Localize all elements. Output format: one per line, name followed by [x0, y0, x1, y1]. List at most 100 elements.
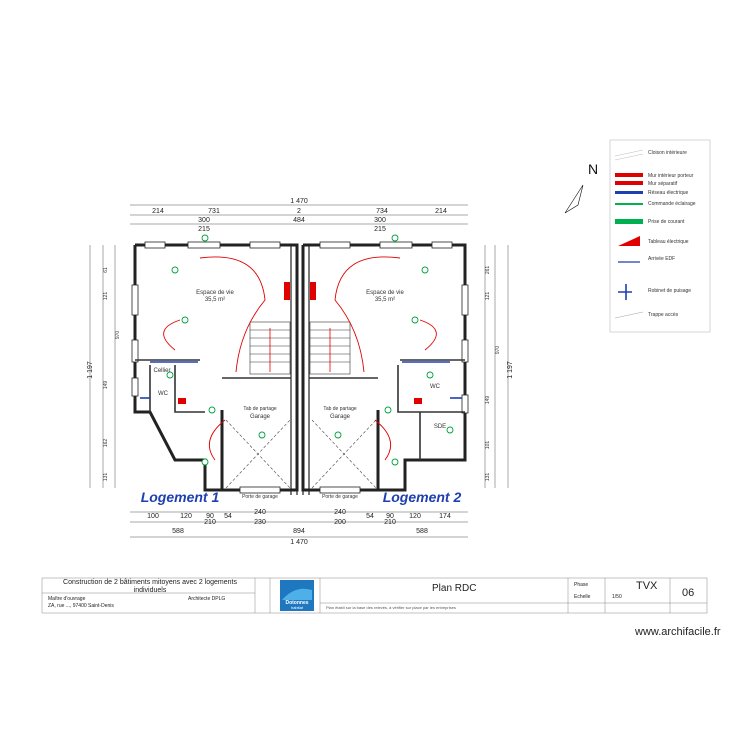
room-living-2: Espace de vie: [366, 290, 404, 296]
legend-label: Commande éclairage: [648, 201, 696, 207]
tap-icon: [618, 284, 632, 300]
room-labels: Espace de vie 35,5 m² Espace de vie 35,5…: [153, 290, 446, 500]
dim-label: 131: [485, 473, 491, 482]
dim-label: 261: [485, 266, 491, 275]
dim-label: 131: [103, 473, 109, 482]
green-bar-icon: [615, 219, 643, 224]
red-triangle-icon: [618, 236, 640, 246]
right-dimensions: 1 197 261 121 970 149 101 131: [484, 245, 514, 488]
footer-note: Plan établi sur la base des relevés, à v…: [326, 605, 456, 610]
dim-label: 240: [334, 509, 346, 516]
room-wc-2: WC: [430, 384, 441, 390]
logement-2-label: Logement 2: [383, 489, 462, 505]
room-garage-2: Garage: [330, 414, 351, 420]
hatch-icon: [614, 149, 644, 161]
dim-label: 894: [293, 528, 305, 535]
room-sdb: SDE: [434, 424, 446, 430]
dim-label: 731: [208, 208, 220, 215]
dim-label: 300: [374, 217, 386, 224]
label-porte-1: Porte de garage: [242, 494, 278, 500]
interior-partitions: [135, 359, 465, 460]
legend-label: Arrivée EDF: [648, 256, 675, 262]
electric-panel-marker: [414, 398, 422, 404]
address-label: ZA, rue ..., 97400 Saint-Denis: [48, 603, 114, 609]
green-bar-icon: [615, 203, 643, 205]
logo-text: Dotonnes: [285, 600, 308, 606]
dim-label: 210: [204, 519, 216, 526]
sheet-title: Plan RDC: [432, 583, 477, 594]
legend-label: Prise de courant: [648, 219, 685, 225]
dim-label: 149: [485, 396, 491, 405]
dim-label: 215: [198, 226, 210, 233]
light-points: [166, 234, 454, 466]
dim-label: 90: [386, 513, 394, 520]
dim-label: 240: [254, 509, 266, 516]
dim-label: 54: [366, 513, 374, 520]
dim-label: 970: [495, 346, 501, 355]
dim-label: 121: [485, 292, 491, 301]
scale-label: Echelle: [574, 594, 591, 600]
legend-label: Réseau électrique: [648, 190, 689, 196]
label-porte-2: Porte de garage: [322, 494, 358, 500]
owner-label: Maître d'ouvrage: [48, 596, 86, 602]
overall-width-bottom: 1 470: [290, 539, 308, 546]
dim-label: 121: [103, 292, 109, 301]
dim-label: 120: [180, 513, 192, 520]
label-tab-1: Tab de partage: [243, 406, 277, 412]
separation-wall-marker: [284, 282, 290, 300]
dim-label: 149: [103, 381, 109, 390]
project-title: Construction de 2 bâtiments mitoyens ave…: [63, 579, 237, 594]
company-logo: Dotonnes habitat: [280, 580, 314, 611]
electrical-network: [140, 361, 462, 399]
title-block-frame: [41, 577, 708, 614]
top-dimensions: 1 470 214 731 2 734 214 300 484 300 215 …: [130, 198, 468, 233]
dim-label: 214: [152, 208, 164, 215]
sheet-number: 06: [682, 587, 695, 599]
dim-label: 162: [103, 439, 109, 448]
dim-label: 588: [172, 528, 184, 535]
hatch-icon: [614, 311, 644, 319]
dim-label: 214: [435, 208, 447, 215]
north-label: N: [588, 161, 598, 177]
overall-depth-right: 1 197: [507, 361, 514, 379]
dim-label: 54: [224, 513, 232, 520]
red-bar-icon: [615, 173, 643, 177]
dim-label: 120: [409, 513, 421, 520]
dim-label: 101: [485, 441, 491, 450]
room-living-1-area: 35,5 m²: [205, 297, 225, 303]
dim-label: 200: [334, 519, 346, 526]
dim-label: 230: [254, 519, 266, 526]
electrical-wiring: [163, 256, 437, 461]
left-dimensions: 1 197 61 121 970 149 162 131: [87, 245, 121, 488]
phase-value: TVX: [636, 580, 658, 592]
legend-label: Cloison intérieure: [648, 150, 687, 156]
scale-value: 1/50: [612, 594, 622, 600]
overall-depth-left: 1 197: [87, 361, 94, 379]
dim-label: 90: [206, 513, 214, 520]
dim-label: 210: [384, 519, 396, 526]
room-wc-1: WC: [158, 391, 169, 397]
room-cellier: Cellier: [153, 368, 170, 374]
legend-label: Robinet de puisage: [648, 288, 691, 294]
garage-door-openings: [225, 419, 377, 489]
north-arrow-icon: N: [564, 161, 598, 214]
label-tab-2: Tab de partage: [323, 406, 357, 412]
stairs-1: [249, 321, 291, 375]
architect-label: Architecte DPLG: [188, 596, 226, 602]
legend-label: Tableau électrique: [648, 239, 689, 245]
stairs-2: [309, 321, 351, 375]
dim-label: 970: [115, 331, 121, 340]
outer-walls: [133, 243, 467, 492]
dim-label: 174: [439, 513, 451, 520]
bottom-dimensions: 100 120 90 54 240 240 54 90 120 174 210 …: [130, 509, 468, 546]
logo-subtext: habitat: [291, 605, 304, 610]
blue-bar-icon: [615, 191, 643, 194]
dim-label: 588: [416, 528, 428, 535]
dim-label: 2: [297, 208, 301, 215]
dim-label: 300: [198, 217, 210, 224]
dim-label: 215: [374, 226, 386, 233]
electric-panel-marker: [178, 398, 186, 404]
party-wall: [290, 245, 310, 495]
dim-label: 61: [103, 267, 109, 273]
